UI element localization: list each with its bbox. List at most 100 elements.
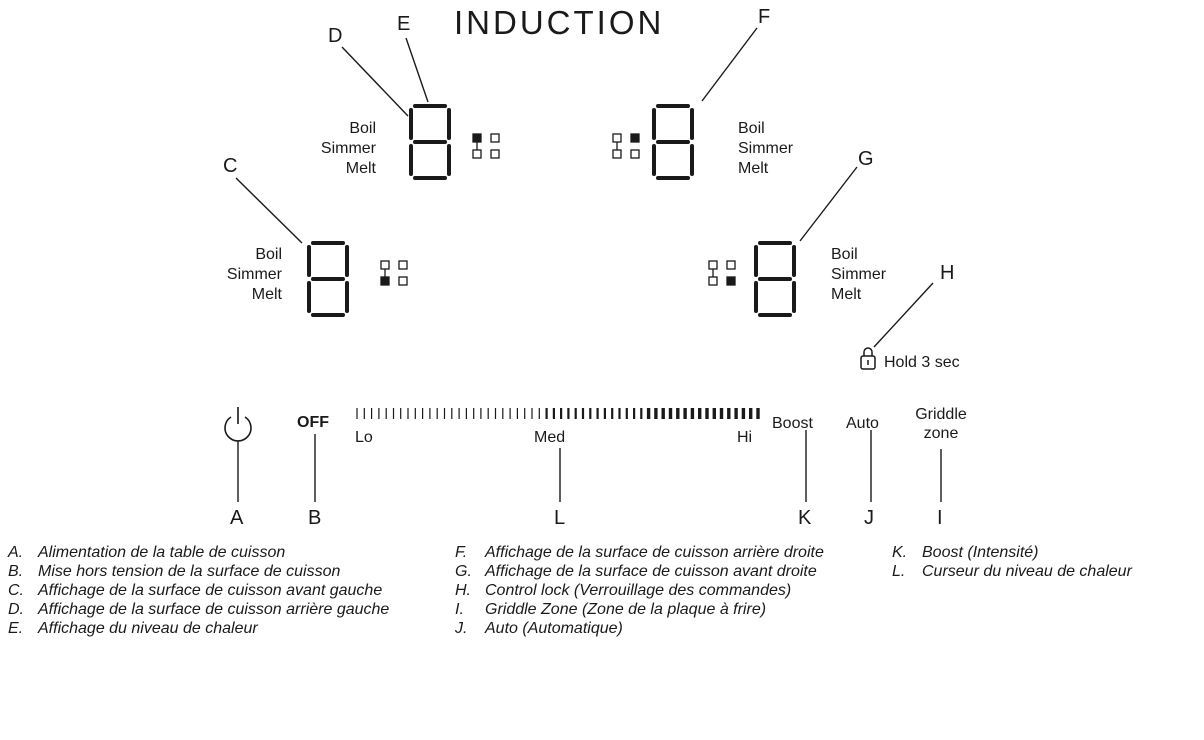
slider-tick[interactable] — [480, 408, 482, 419]
slider-tick[interactable] — [524, 408, 526, 419]
hold-label: Hold 3 sec — [884, 354, 960, 371]
slider-tick[interactable] — [436, 408, 438, 419]
slider-lo-label: Lo — [355, 429, 373, 446]
slider-tick[interactable] — [502, 408, 504, 419]
off-button[interactable]: OFF — [297, 414, 329, 431]
slider-tick[interactable] — [683, 408, 687, 419]
rear-right-zone-indicator — [612, 133, 640, 159]
slider-tick[interactable] — [400, 408, 402, 419]
boil-label: Boil — [831, 246, 858, 263]
slider-tick[interactable] — [705, 408, 709, 419]
slider-tick[interactable] — [581, 408, 585, 419]
slider-tick[interactable] — [371, 408, 373, 419]
leader-d — [341, 46, 409, 117]
slider-tick[interactable] — [473, 408, 475, 419]
boil-label: Boil — [255, 246, 282, 263]
legend-column-2: F.Affichage de la surface de cuisson arr… — [455, 543, 875, 638]
callout-c: C — [223, 155, 238, 177]
slider-tick[interactable] — [727, 408, 731, 419]
callout-i: I — [937, 507, 943, 529]
slider-tick[interactable] — [509, 408, 511, 419]
boil-label: Boil — [738, 120, 765, 137]
callout-k: K — [798, 507, 812, 529]
slider-tick[interactable] — [385, 408, 387, 419]
leader-h — [873, 282, 934, 348]
slider-hi-label: Hi — [737, 429, 753, 446]
slider-tick[interactable] — [378, 408, 380, 419]
front-left-digit — [307, 241, 349, 317]
slider-tick[interactable] — [516, 408, 518, 419]
slider-tick[interactable] — [698, 408, 702, 419]
legend-item-b: B.Mise hors tension de la surface de cui… — [8, 563, 341, 580]
slider-tick[interactable] — [589, 408, 592, 419]
boost-button[interactable]: Boost — [772, 415, 813, 432]
front-right-digit — [754, 241, 796, 317]
lock-icon — [860, 347, 876, 370]
slider-tick[interactable] — [712, 408, 716, 419]
melt-label: Melt — [251, 286, 282, 303]
leader-e — [405, 37, 429, 103]
callout-j: J — [864, 507, 874, 529]
boil-label: Boil — [349, 120, 376, 137]
slider-tick[interactable] — [567, 408, 570, 419]
slider-tick[interactable] — [538, 408, 540, 419]
slider-tick[interactable] — [719, 408, 724, 419]
slider-tick[interactable] — [668, 408, 673, 419]
griddle-label-line2: zone — [923, 425, 959, 442]
slider-tick[interactable] — [625, 408, 628, 419]
slider-tick[interactable] — [451, 408, 453, 419]
callout-e: E — [397, 13, 411, 35]
slider-tick[interactable] — [611, 408, 614, 419]
auto-button[interactable]: Auto — [846, 415, 879, 432]
slider-tick[interactable] — [603, 408, 606, 419]
slider-tick[interactable] — [690, 408, 695, 419]
griddle-label-line1: Griddle — [915, 406, 967, 423]
slider-tick[interactable] — [465, 408, 467, 419]
slider-tick[interactable] — [654, 408, 658, 419]
slider-tick[interactable] — [640, 408, 643, 419]
callout-a: A — [230, 507, 244, 529]
slider-tick[interactable] — [422, 408, 424, 419]
simmer-label: Simmer — [226, 266, 282, 283]
slider-tick[interactable] — [596, 408, 599, 419]
simmer-label: Simmer — [320, 140, 376, 157]
slider-tick[interactable] — [458, 408, 460, 419]
slider-tick[interactable] — [756, 408, 760, 419]
slider-tick[interactable] — [552, 408, 555, 419]
slider-tick[interactable] — [356, 408, 358, 419]
slider-tick[interactable] — [429, 408, 431, 419]
slider-tick[interactable] — [661, 408, 665, 419]
legend-item-d: D.Affichage de la surface de cuisson arr… — [8, 601, 390, 618]
slider-tick[interactable] — [414, 408, 416, 419]
rear-right-digit — [652, 104, 694, 180]
front-left-zone-indicator — [380, 260, 408, 286]
slider-tick[interactable] — [676, 408, 680, 419]
slider-tick[interactable] — [749, 408, 753, 419]
callout-d: D — [328, 25, 343, 47]
legend-item-c: C.Affichage de la surface de cuisson ava… — [8, 582, 383, 599]
slider-tick[interactable] — [443, 408, 446, 419]
slider-tick[interactable] — [494, 408, 497, 419]
slider-tick[interactable] — [545, 408, 548, 419]
slider-tick[interactable] — [407, 408, 409, 419]
slider-tick[interactable] — [734, 408, 738, 419]
slider-tick[interactable] — [633, 408, 636, 419]
slider-tick[interactable] — [363, 408, 365, 419]
callout-f: F — [758, 6, 771, 28]
simmer-label: Simmer — [831, 266, 887, 283]
slider-tick[interactable] — [574, 408, 577, 419]
slider-tick[interactable] — [741, 408, 746, 419]
slider-tick[interactable] — [392, 408, 395, 419]
legend-item-g: G.Affichage de la surface de cuisson ava… — [455, 563, 817, 580]
griddle-zone-button[interactable]: Griddle zone — [904, 405, 978, 443]
legend-column-1: A.Alimentation de la table de cuisson B.… — [8, 543, 428, 638]
slider-tick[interactable] — [487, 408, 489, 419]
slider-tick[interactable] — [646, 408, 651, 419]
legend-item-i: I.Griddle Zone (Zone de la plaque à frir… — [455, 601, 767, 618]
slider-tick[interactable] — [618, 408, 621, 419]
slider-tick[interactable] — [560, 408, 563, 419]
melt-label: Melt — [831, 286, 862, 303]
leader-g — [799, 166, 858, 242]
slider-tick[interactable] — [531, 408, 533, 419]
